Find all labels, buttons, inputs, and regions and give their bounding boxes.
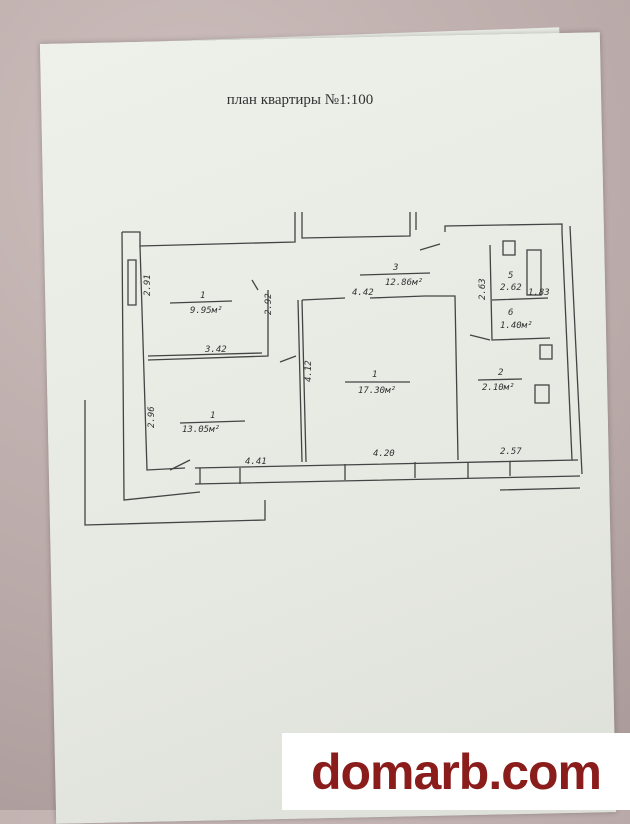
room-label-num: 1 <box>200 291 205 301</box>
room-label-area: 13.05м² <box>182 425 220 435</box>
room-label-area: 2.10м² <box>482 383 515 393</box>
dimension-label: 2.91 <box>143 274 153 296</box>
fixtures <box>169 240 553 471</box>
room-label-num: 5 <box>508 271 513 281</box>
room-label-area: 12.86м² <box>385 278 423 288</box>
dimension-label: 4.41 <box>245 457 267 467</box>
dimension-label: 4.20 <box>373 449 395 459</box>
room-label-area: 2.62 <box>500 283 522 293</box>
room-label-area: 1.40м² <box>500 321 533 331</box>
watermark-text: domarb.com <box>310 743 602 800</box>
room-label-num: 1 <box>210 411 215 421</box>
watermark: domarb.com <box>282 733 630 810</box>
dimension-label: 3.42 <box>204 345 227 355</box>
room-label-num: 6 <box>508 308 513 318</box>
dimension-label: 2.57 <box>500 447 522 457</box>
dimension-label: 4.42 <box>352 288 374 298</box>
room-label-area: 9.95м² <box>190 306 223 316</box>
dimension-label: 2.96 <box>147 406 157 428</box>
dimension-label: 2.92 <box>264 293 274 315</box>
plan-title: план квартиры №1:100 <box>226 92 374 108</box>
dimension-label: 2.63 <box>478 278 488 300</box>
room-label-num: 3 <box>392 263 398 273</box>
walls <box>84 212 583 526</box>
dimension-label: 1.83 <box>528 288 550 298</box>
room-label-num: 2 <box>498 368 503 378</box>
dimension-label: 4.12 <box>304 360 314 382</box>
room-label-area: 17.30м² <box>358 386 396 396</box>
room-label-num: 1 <box>372 370 377 380</box>
